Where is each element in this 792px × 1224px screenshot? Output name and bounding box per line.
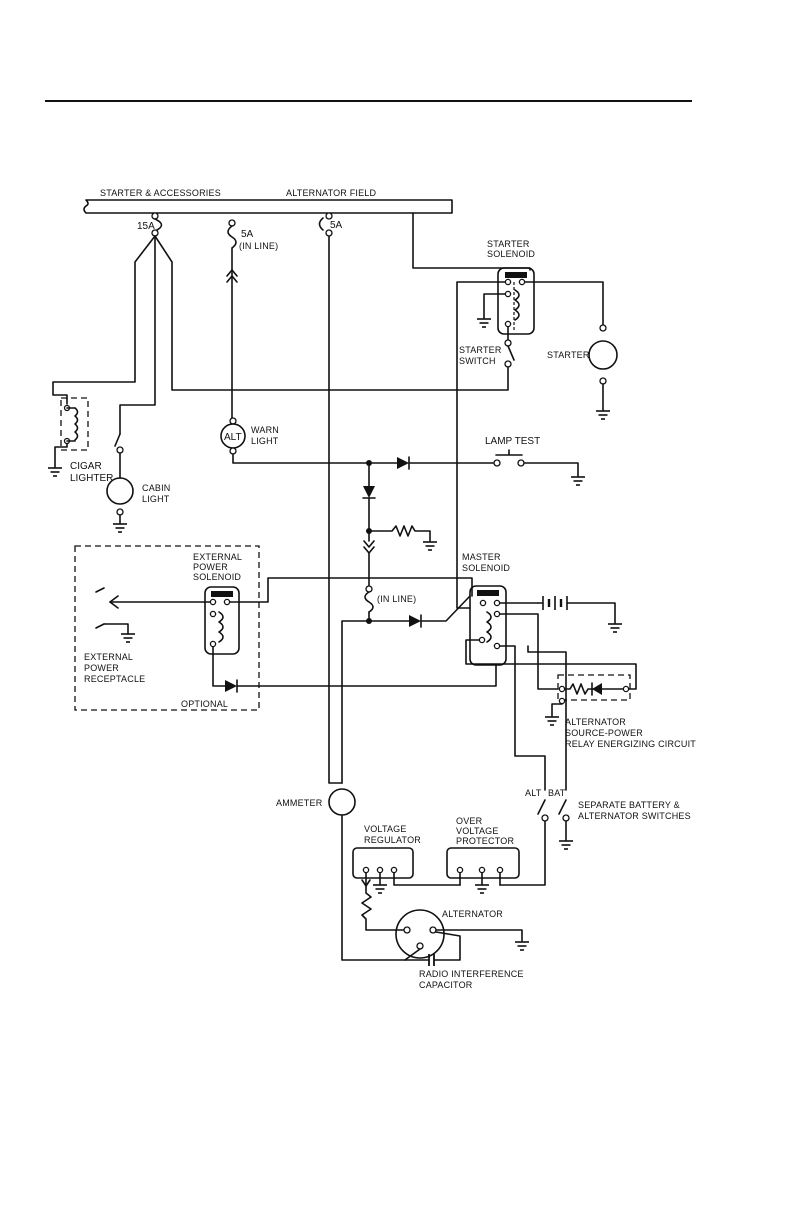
separate-switches: ALT BAT SEPARATE BATTERY & ALTERNATOR SW…	[525, 788, 691, 822]
fuse-5a-inline-label: 5A	[241, 229, 254, 240]
svg-text:SOLENOID: SOLENOID	[487, 249, 535, 259]
external-power-receptacle: EXTERNAL POWER RECEPTACLE	[84, 587, 211, 684]
fuse-15a-label: 15A	[137, 221, 155, 232]
svg-text:LIGHT: LIGHT	[142, 494, 170, 504]
radio-interference-capacitor: RADIO INTERFERENCE CAPACITOR	[404, 931, 524, 990]
alt-badge: ALT	[224, 432, 242, 443]
svg-text:PROTECTOR: PROTECTOR	[456, 836, 514, 846]
svg-text:STARTER: STARTER	[487, 239, 530, 249]
svg-text:SOURCE-POWER: SOURCE-POWER	[565, 728, 643, 738]
fuse-5a: 5A	[318, 212, 343, 237]
svg-text:STARTER: STARTER	[459, 345, 502, 355]
fuse-inline-lower: (IN LINE)	[364, 585, 416, 613]
fuse-5a-inline-note: (IN LINE)	[239, 241, 278, 251]
svg-text:CABIN: CABIN	[142, 483, 171, 493]
ammeter-label: AMMETER	[276, 798, 323, 808]
bus-label-alternator-field: ALTERNATOR FIELD	[286, 188, 377, 198]
bus-label-starter-accessories: STARTER & ACCESSORIES	[100, 188, 221, 198]
svg-text:MASTER: MASTER	[462, 552, 501, 562]
svg-text:WARN: WARN	[251, 425, 279, 435]
alternator-label: ALTERNATOR	[442, 909, 503, 919]
svg-text:RADIO INTERFERENCE: RADIO INTERFERENCE	[419, 969, 524, 979]
voltage-regulator: VOLTAGE REGULATOR	[352, 824, 421, 879]
relay-energizing-circuit: ALTERNATOR SOURCE-POWER RELAY ENERGIZING…	[557, 674, 696, 749]
svg-text:REGULATOR: REGULATOR	[364, 835, 421, 845]
svg-text:ALT: ALT	[525, 788, 542, 798]
svg-text:POWER: POWER	[193, 562, 228, 572]
svg-text:POWER: POWER	[84, 663, 119, 673]
fuse-15a: 15A	[137, 212, 163, 237]
inline-lower-label: (IN LINE)	[377, 594, 416, 604]
svg-text:EXTERNAL: EXTERNAL	[193, 552, 242, 562]
lamp-test-label: LAMP TEST	[485, 436, 540, 447]
svg-text:BAT: BAT	[548, 788, 566, 798]
svg-text:RECEPTACLE: RECEPTACLE	[84, 674, 145, 684]
master-solenoid: MASTER SOLENOID	[462, 552, 510, 666]
svg-text:EXTERNAL: EXTERNAL	[84, 652, 133, 662]
starter-label: STARTER	[547, 350, 590, 360]
svg-text:LIGHT: LIGHT	[251, 436, 279, 446]
lamp-test-switch: LAMP TEST	[485, 436, 540, 467]
starter-switch: STARTER SWITCH	[459, 339, 515, 368]
svg-text:CAPACITOR: CAPACITOR	[419, 980, 473, 990]
svg-text:VOLTAGE: VOLTAGE	[456, 826, 499, 836]
svg-text:SEPARATE BATTERY &: SEPARATE BATTERY &	[578, 800, 680, 810]
svg-text:ALTERNATOR: ALTERNATOR	[565, 717, 626, 727]
optional-external-power-box	[74, 545, 260, 711]
svg-text:SWITCH: SWITCH	[459, 356, 496, 366]
svg-text:RELAY ENERGIZING CIRCUIT: RELAY ENERGIZING CIRCUIT	[565, 739, 696, 749]
battery	[537, 596, 568, 610]
alt-warn-light: ALT WARN LIGHT	[220, 417, 279, 455]
bus-bar: STARTER & ACCESSORIES ALTERNATOR FIELD	[83, 188, 453, 214]
svg-text:SOLENOID: SOLENOID	[193, 572, 241, 582]
cabin-light: CABIN LIGHT	[106, 433, 171, 516]
fuse-5a-label: 5A	[330, 220, 343, 231]
optional-label: OPTIONAL	[181, 699, 228, 709]
svg-text:VOLTAGE: VOLTAGE	[364, 824, 407, 834]
svg-text:OVER: OVER	[456, 816, 483, 826]
svg-text:SOLENOID: SOLENOID	[462, 563, 510, 573]
external-power-solenoid: EXTERNAL POWER SOLENOID	[193, 552, 242, 655]
ammeter: AMMETER	[276, 788, 356, 816]
svg-text:ALTERNATOR SWITCHES: ALTERNATOR SWITCHES	[578, 811, 691, 821]
svg-text:LIGHTER: LIGHTER	[70, 473, 113, 484]
over-voltage-protector: OVER VOLTAGE PROTECTOR	[446, 816, 520, 879]
cigar-lighter: CIGAR LIGHTER	[60, 397, 113, 484]
starter-solenoid: STARTER SOLENOID	[487, 239, 535, 335]
svg-text:CIGAR: CIGAR	[70, 461, 102, 472]
fuse-5a-inline: 5A (IN LINE)	[227, 219, 278, 251]
starter-motor: STARTER	[547, 324, 618, 385]
